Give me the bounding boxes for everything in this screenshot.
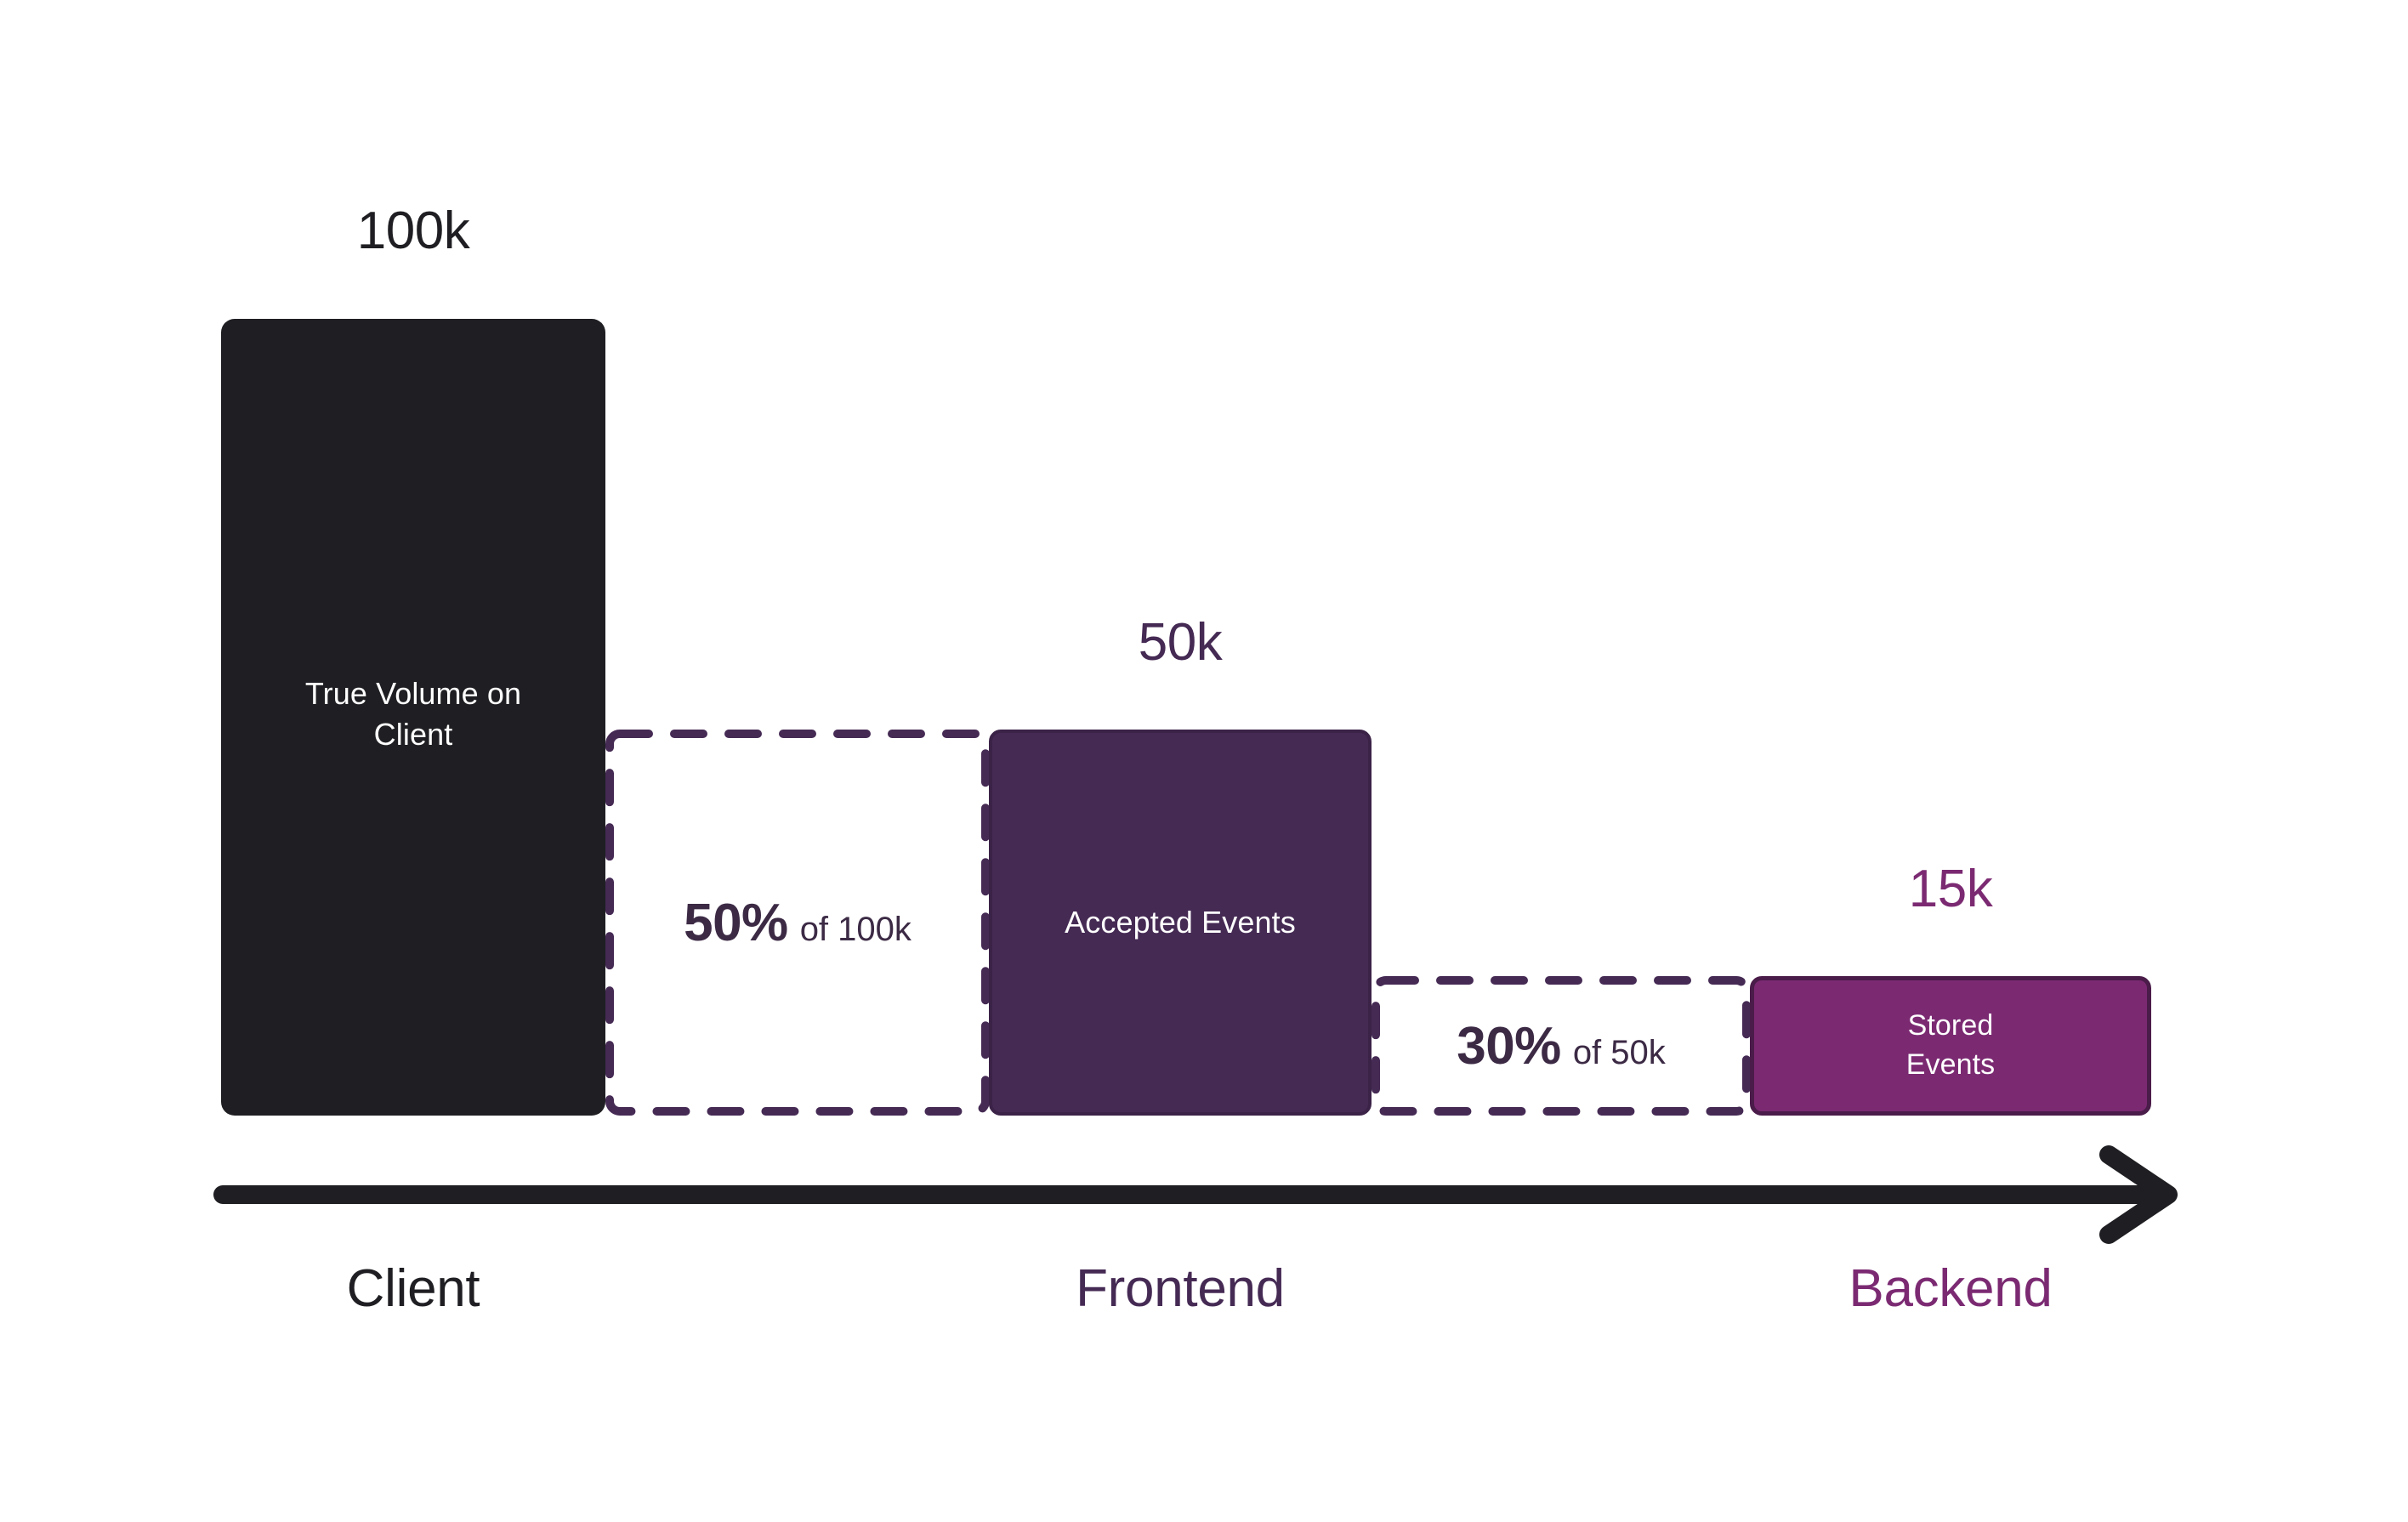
- dropoff-text-1: 50% of 100k: [684, 893, 912, 953]
- bar-frontend: Accepted Events: [989, 730, 1372, 1116]
- bar-backend: Stored Events: [1750, 976, 2151, 1116]
- bar-backend-label: Stored Events: [1905, 1009, 1996, 1081]
- value-label-backend: 15k: [1908, 860, 1993, 918]
- bar-client: True Volume on Client: [221, 319, 605, 1116]
- arrow-right-icon: [213, 1148, 2202, 1241]
- dropoff-box-client-to-frontend: 50% of 100k: [605, 730, 990, 1116]
- value-label-frontend: 50k: [1138, 613, 1223, 672]
- bar-client-label: True Volume on Client: [304, 675, 522, 752]
- axis-label-frontend: Frontend: [1076, 1259, 1285, 1318]
- dropoff-of-1: of 100k: [799, 910, 912, 948]
- value-label-client: 100k: [356, 202, 470, 260]
- axis-arrow: [213, 1148, 2202, 1241]
- dropoff-percent-2: 30%: [1457, 1016, 1561, 1076]
- dropoff-percent-1: 50%: [684, 893, 788, 952]
- bar-frontend-label: Accepted Events: [1065, 905, 1296, 940]
- axis-label-client: Client: [346, 1259, 480, 1318]
- dropoff-box-frontend-to-backend: 30% of 50k: [1372, 976, 1751, 1116]
- axis-label-backend: Backend: [1849, 1259, 2053, 1318]
- dropoff-of-2: of 50k: [1572, 1033, 1666, 1071]
- dropoff-text-2: 30% of 50k: [1457, 1016, 1666, 1076]
